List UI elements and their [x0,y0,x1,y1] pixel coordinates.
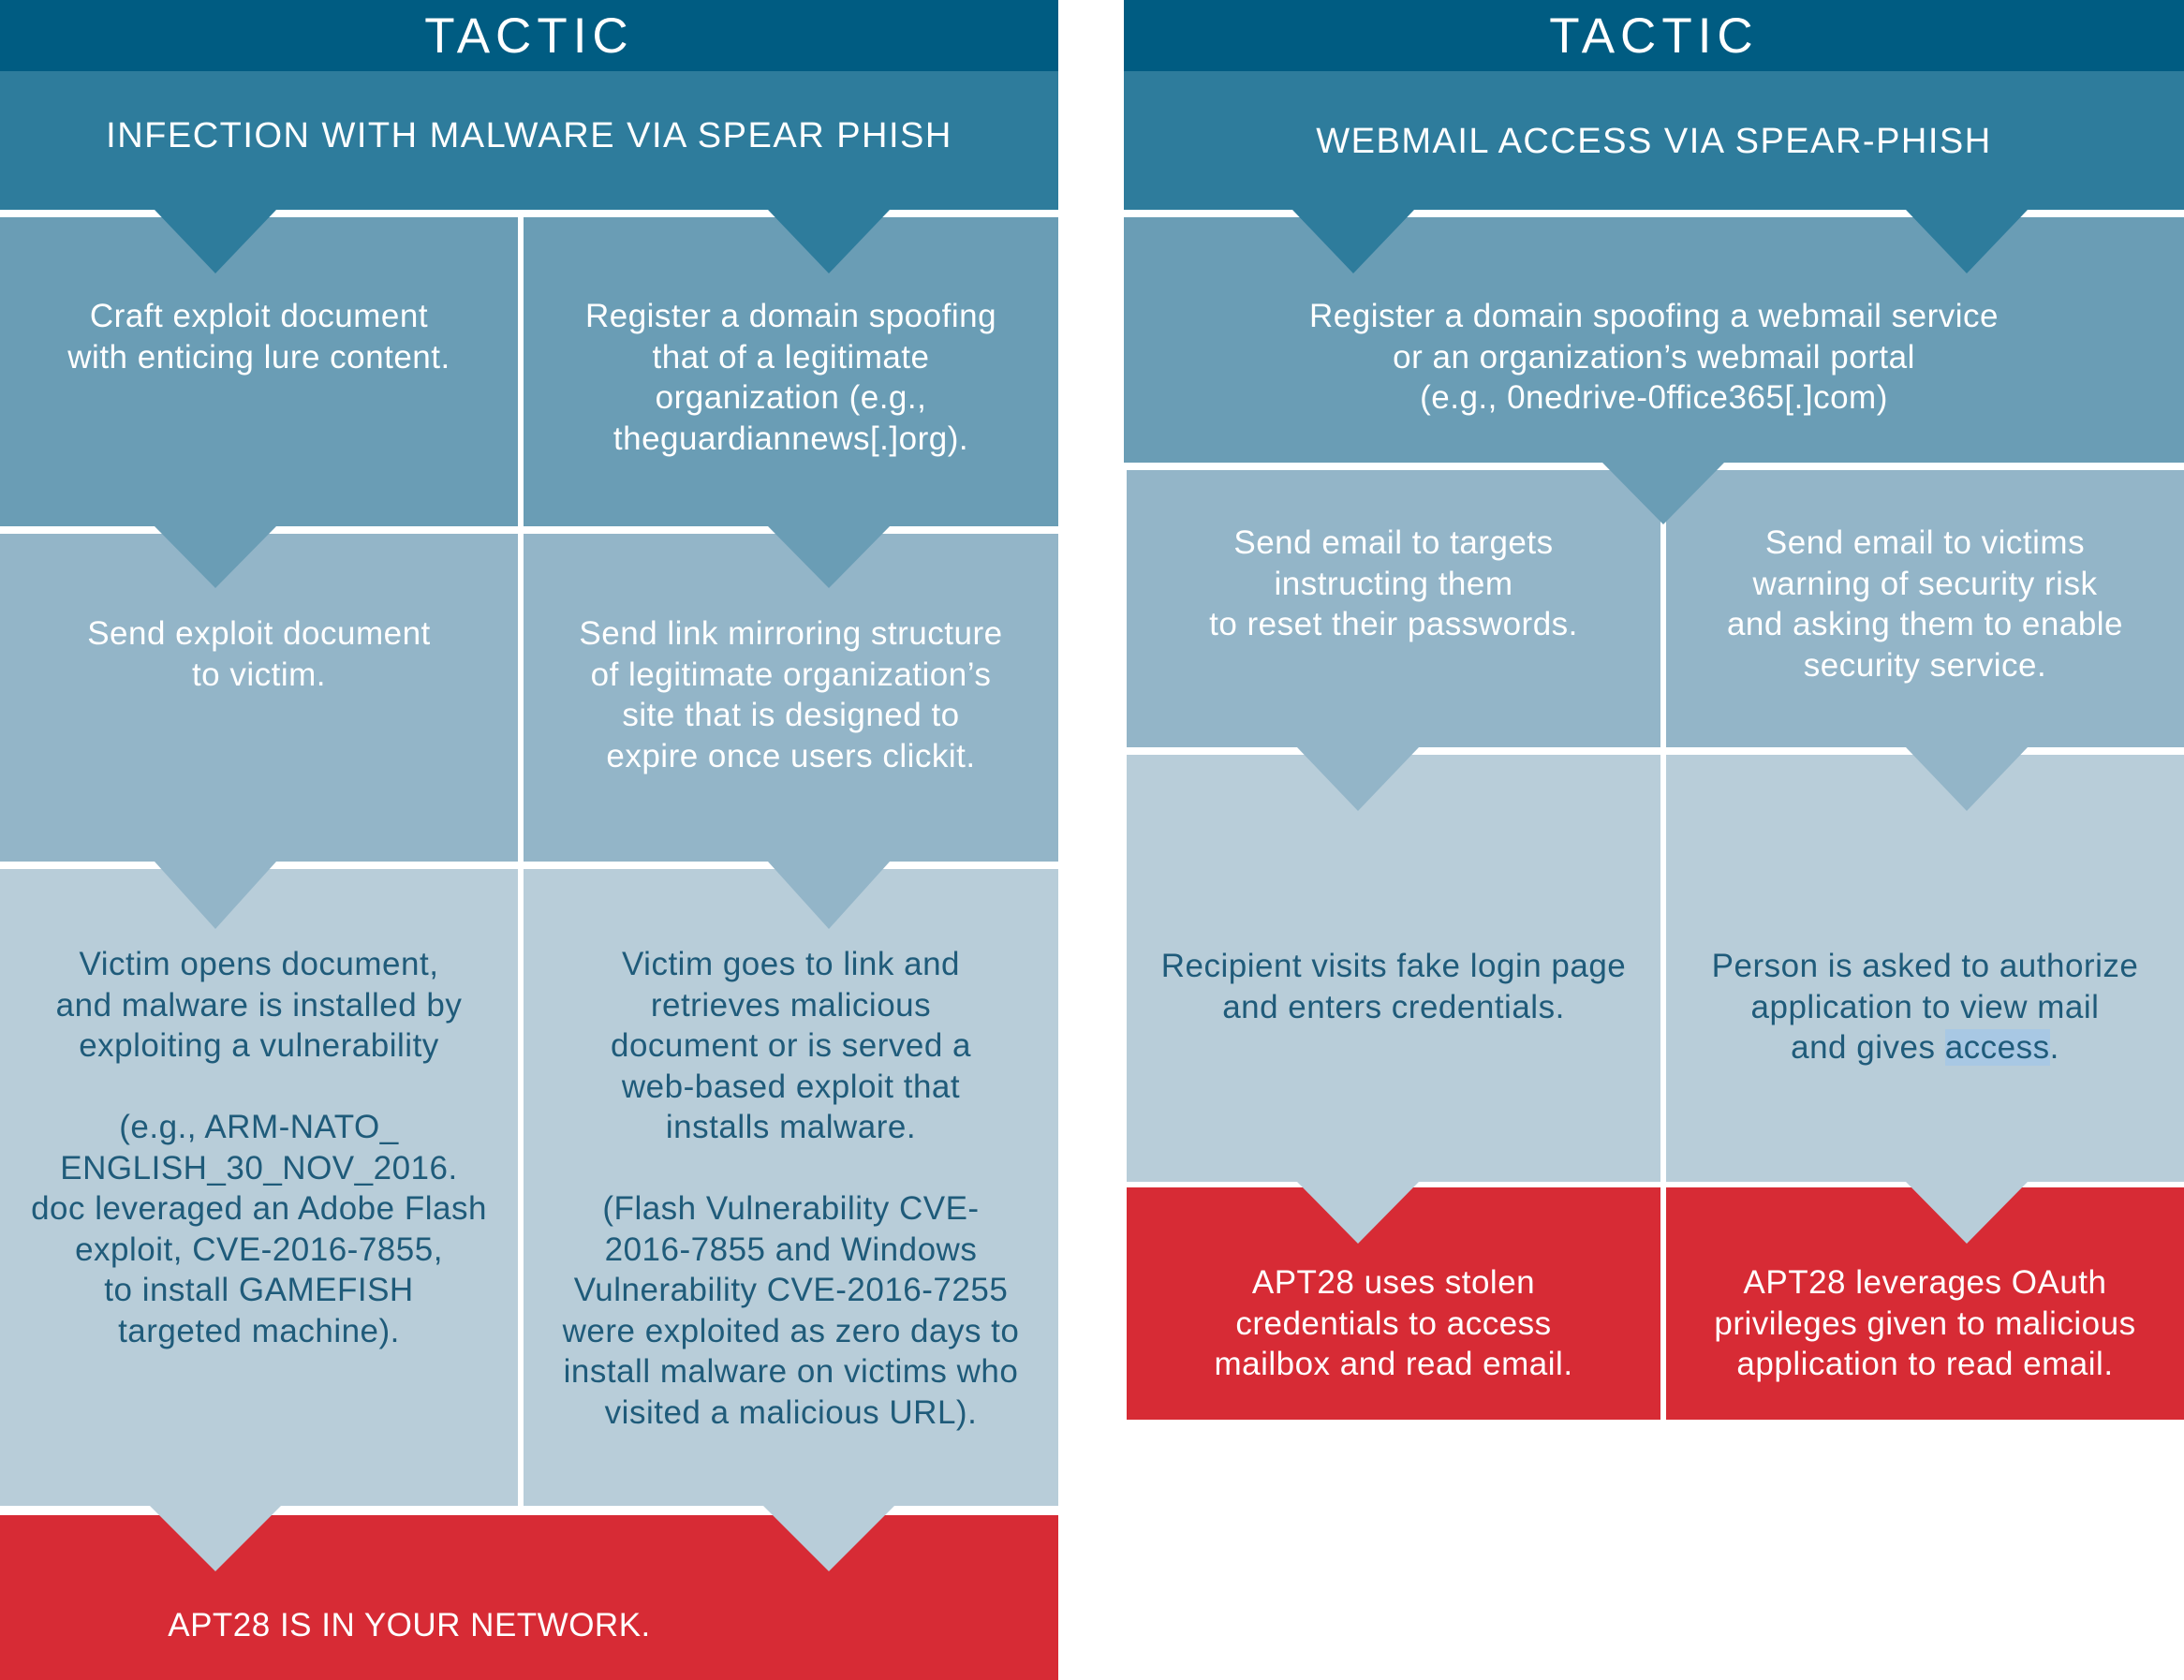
left-tactic-title-box: INFECTION WITH MALWARE VIA SPEAR PHISH [0,71,1058,210]
arrow-left-header-col1 [155,210,276,273]
right-tactic-title: WEBMAIL ACCESS VIA SPEAR-PHISH [1316,122,1992,162]
left-step-victim-opens-document: Victim opens document, and malware is in… [0,869,518,1506]
left-tactic-title: INFECTION WITH MALWARE VIA SPEAR PHISH [106,116,952,156]
arrow-right-col1-3 [1297,747,1419,811]
arrow-left-col1-3 [155,862,276,929]
arrow-left-col1-4 [150,1506,281,1571]
highlighted-word: access [1944,1029,2050,1066]
arrow-right-register-split [1602,463,1724,524]
right-step-register-webmail-domain: Register a domain spoofing a webmail ser… [1124,217,2184,463]
arrow-left-col2-4 [763,1506,894,1571]
right-result-stolen-credentials: APT28 uses stolen credentials to access … [1127,1187,1660,1420]
left-step-victim-goes-to-link: Victim goes to link and retrieves malici… [524,869,1058,1506]
arrow-left-header-col2 [768,210,890,273]
left-result-banner: APT28 IS IN YOUR NETWORK. [0,1515,1058,1680]
right-tactic-title-box: WEBMAIL ACCESS VIA SPEAR-PHISH [1124,71,2184,210]
arrow-right-col1-4 [1297,1182,1419,1244]
right-tactic-banner: TACTIC [1124,0,2184,71]
arrow-left-col1-2 [155,526,276,588]
arrow-right-header-2 [1906,210,2028,273]
left-result-text: APT28 IS IN YOUR NETWORK. [168,1607,651,1644]
arrow-right-header-1 [1292,210,1414,273]
right-step-authorize-application: Person is asked to authorize application… [1666,755,2184,1182]
right-step-fake-login-page: Recipient visits fake login page and ent… [1127,755,1660,1182]
arrow-right-col2-4 [1906,1182,2028,1244]
left-step-register-domain: Register a domain spoofing that of a leg… [524,217,1058,526]
right-result-oauth-privileges: APT28 leverages OAuth privileges given t… [1666,1187,2184,1420]
arrow-right-col2-3 [1906,747,2028,811]
right-step-send-reset-email: Send email to targets instructing them t… [1127,470,1660,747]
arrow-left-col2-3 [768,862,890,929]
arrow-left-col2-2 [768,526,890,588]
left-tactic-label: TACTIC [424,7,634,64]
left-step-send-link: Send link mirroring structure of legitim… [524,534,1058,862]
right-tactic-label: TACTIC [1549,7,1759,64]
left-tactic-banner: TACTIC [0,0,1058,71]
left-step-send-document: Send exploit document to victim. [0,534,518,862]
left-step-craft-document: Craft exploit document with enticing lur… [0,217,518,526]
right-step-send-security-warning: Send email to victims warning of securit… [1666,470,2184,747]
